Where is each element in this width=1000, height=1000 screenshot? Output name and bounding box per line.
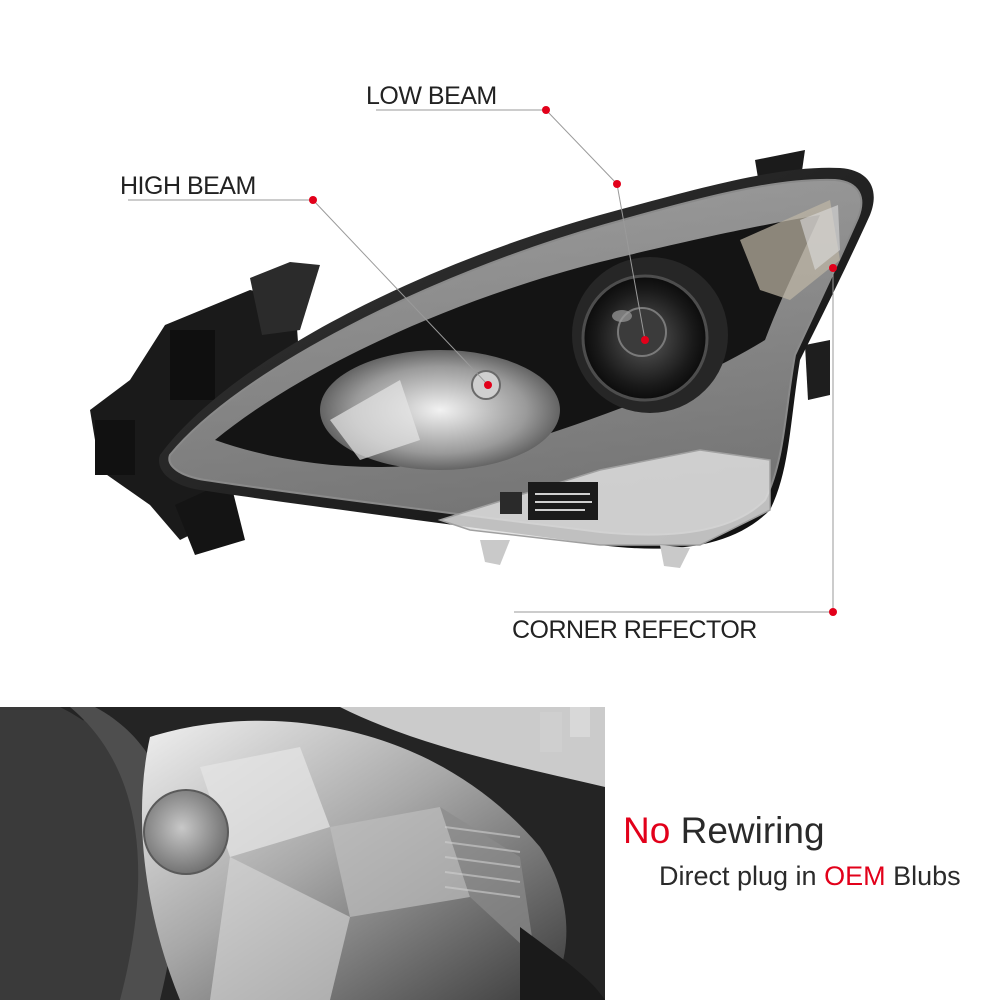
feature-text-block: No Rewiring Direct plug in OEM Blubs	[615, 812, 995, 890]
feature-title: No Rewiring	[623, 812, 995, 849]
feature-subtitle: Direct plug in OEM Blubs	[659, 863, 995, 890]
low-beam-label: LOW BEAM	[366, 82, 497, 110]
corner-reflector-label: CORNER REFECTOR	[512, 616, 757, 644]
feature-subtitle-accent: OEM	[824, 861, 886, 891]
rear-housing	[90, 262, 320, 555]
feature-subtitle-pre: Direct plug in	[659, 861, 825, 891]
bottom-tab-1	[480, 540, 510, 565]
mount-tab-side	[805, 340, 830, 400]
high-beam-bulb	[471, 370, 501, 400]
feature-title-rest: Rewiring	[670, 810, 825, 851]
feature-subtitle-post: Blubs	[885, 861, 961, 891]
lower-lens-section	[437, 449, 771, 546]
reflector-closeup-illustration	[0, 707, 605, 1000]
headlight-illustration	[90, 150, 874, 568]
high-beam-label: HIGH BEAM	[120, 172, 256, 200]
feature-title-accent: No	[623, 810, 671, 851]
reflector-closeup-photo	[0, 707, 605, 1000]
bottom-tab-2	[660, 545, 690, 568]
headlight-product-panel: LOW BEAM HIGH BEAM CORNER REFECTOR	[90, 82, 874, 644]
